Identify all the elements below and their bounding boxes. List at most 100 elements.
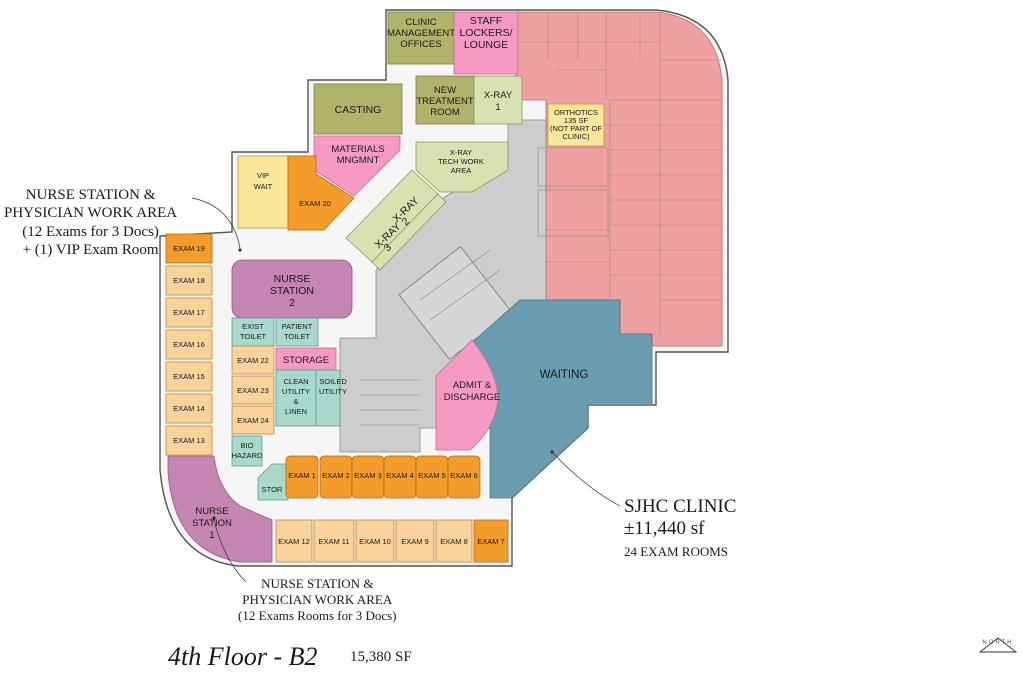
room-label-exam7: EXAM 7: [477, 537, 505, 546]
soiled-utility-room[interactable]: [315, 369, 341, 427]
room-label-exam24: EXAM 24: [237, 416, 269, 425]
patient-toilet-room[interactable]: [275, 317, 319, 347]
room-label-stor: STOR: [262, 485, 283, 494]
exam22-room[interactable]: [231, 345, 275, 375]
room-label-exam11: EXAM 11: [318, 537, 349, 546]
room-label-nurse2: STATION: [270, 285, 314, 297]
new-treatment-room[interactable]: [415, 75, 475, 125]
exam14-room[interactable]: [165, 393, 213, 424]
exist-toilet-room[interactable]: [231, 317, 275, 347]
exam9-room[interactable]: [395, 519, 435, 563]
room-label-admit: DISCHARGE: [444, 392, 500, 403]
room-label-vip-wait: WAIT: [254, 182, 273, 191]
exam15-room[interactable]: [165, 361, 213, 392]
vip-wait-room[interactable]: [237, 155, 289, 229]
exam17-room[interactable]: [165, 297, 213, 328]
annotation-lower-line: (12 Exams Rooms for 3 Docs): [238, 607, 397, 623]
room-label-admit: ADMIT &: [453, 380, 492, 391]
north-label: NORTH: [982, 640, 1014, 646]
room-label-materials: MNGMNT: [337, 155, 380, 166]
room-label-casting: CASTING: [335, 104, 382, 116]
room-label-exam8: EXAM 8: [440, 537, 468, 546]
annotation-upper-line: + (1) VIP Exam Room: [22, 241, 159, 258]
room-label-exam12: EXAM 12: [278, 537, 310, 546]
room-label-exam14: EXAM 14: [173, 404, 205, 413]
room-label-clinic-mgmt: CLINIC: [405, 17, 436, 28]
room-label-exam23: EXAM 23: [237, 386, 269, 395]
exam16-room[interactable]: [165, 329, 213, 360]
admit-discharge-room[interactable]: [435, 339, 499, 451]
xray-tech-room[interactable]: [415, 141, 509, 193]
room-label-bio-hazard: HAZARD: [232, 451, 263, 460]
core-detail-lines: [360, 147, 609, 426]
floor-area: 15,380 SF: [350, 649, 412, 665]
exam1-room[interactable]: [285, 455, 319, 499]
exam13-room[interactable]: [165, 425, 213, 456]
annotation-lower-line: PHYSICIAN WORK AREA: [242, 591, 393, 607]
room-label-staff-lockers: LOUNGE: [464, 39, 508, 51]
room-label-new-treatment: TREATMENT: [416, 96, 474, 107]
leader-line-upper: [191, 197, 241, 249]
room-label-soiled-utility: SOILED: [319, 377, 347, 386]
leader-dot-clinic: [550, 450, 554, 454]
room-label-exam20: EXAM 20: [299, 199, 331, 208]
west-exam-column: [165, 233, 213, 456]
room-label-patient-toilet: TOILET: [284, 332, 311, 341]
room-label-orthotics: (NOT PART OF: [550, 124, 602, 133]
north-indicator: NORTH: [976, 640, 1020, 646]
room-label-new-treatment: ROOM: [430, 107, 460, 118]
room-label-xray-tech: AREA: [451, 166, 471, 175]
room-label-new-treatment: NEW: [434, 85, 456, 96]
exam8-room[interactable]: [435, 519, 473, 563]
room-label-exam22: EXAM 22: [237, 356, 269, 365]
north-arrow-icon: [978, 637, 1018, 653]
room-label-exam9: EXAM 9: [401, 537, 429, 546]
exam18-room[interactable]: [165, 265, 213, 296]
staff-lockers-room[interactable]: [453, 11, 519, 75]
clinic-mgmt-room[interactable]: [387, 11, 455, 65]
room-label-exam3: EXAM 3: [354, 471, 382, 480]
room-label-exist-toilet: TOILET: [240, 332, 267, 341]
room-label-patient-toilet: PATIENT: [282, 322, 313, 331]
room-label-exam15: EXAM 15: [173, 372, 205, 381]
room-label-clean-utility: CLEAN: [283, 377, 308, 386]
room-label-clinic-mgmt: MANAGEMENT: [387, 28, 455, 39]
room-label-exam6: EXAM 6: [450, 471, 478, 480]
exam-count: 24 EXAM ROOMS: [624, 544, 729, 559]
room-label-clean-utility: LINEN: [285, 407, 307, 416]
room-label-nurse1: STATION: [192, 518, 232, 529]
xray1-room[interactable]: [473, 75, 523, 125]
exam6-room[interactable]: [447, 455, 481, 499]
room-label-xray-tech: X-RAY: [450, 148, 472, 157]
clinic-name: SJHC CLINIC: [624, 496, 737, 517]
nurse-station-1[interactable]: [167, 455, 273, 563]
floor-title: 4th Floor - B2: [168, 642, 318, 671]
room-label-exam2: EXAM 2: [322, 471, 350, 480]
room-label-exam19: EXAM 19: [173, 244, 205, 253]
exam7-room[interactable]: [473, 519, 509, 563]
room-label-exam5: EXAM 5: [418, 471, 446, 480]
bio-hazard-room[interactable]: [231, 435, 263, 467]
exam12-room[interactable]: [275, 519, 313, 563]
room-label-materials: MATERIALS: [331, 144, 384, 155]
exam20-room[interactable]: [287, 155, 355, 231]
exam19-room[interactable]: [165, 233, 213, 264]
room-label-bio-hazard: BIO: [241, 441, 254, 450]
orthotics-room[interactable]: [547, 103, 605, 147]
room-label-staff-lockers: STAFF: [470, 15, 502, 27]
room-label-xray1: X-RAY: [484, 90, 513, 101]
room-label-nurse1: 1: [209, 530, 214, 541]
annotation-lower-line: NURSE STATION &: [261, 576, 374, 591]
room-label-waiting: WAITING: [540, 369, 589, 381]
clean-utility-room[interactable]: [275, 369, 317, 427]
room-label-exam16: EXAM 16: [173, 340, 205, 349]
exam23-room[interactable]: [231, 375, 275, 405]
clinic-summary: SJHC CLINIC ±11,440 sf 24 EXAM ROOMS: [624, 496, 736, 560]
exam11-room[interactable]: [313, 519, 355, 563]
exam24-room[interactable]: [231, 405, 275, 435]
east-exam-wing: [515, 11, 723, 347]
exam10-room[interactable]: [355, 519, 395, 563]
casting-room[interactable]: [313, 83, 403, 135]
xray3-room[interactable]: [371, 193, 447, 271]
room-label-exist-toilet: EXIST: [242, 322, 264, 331]
